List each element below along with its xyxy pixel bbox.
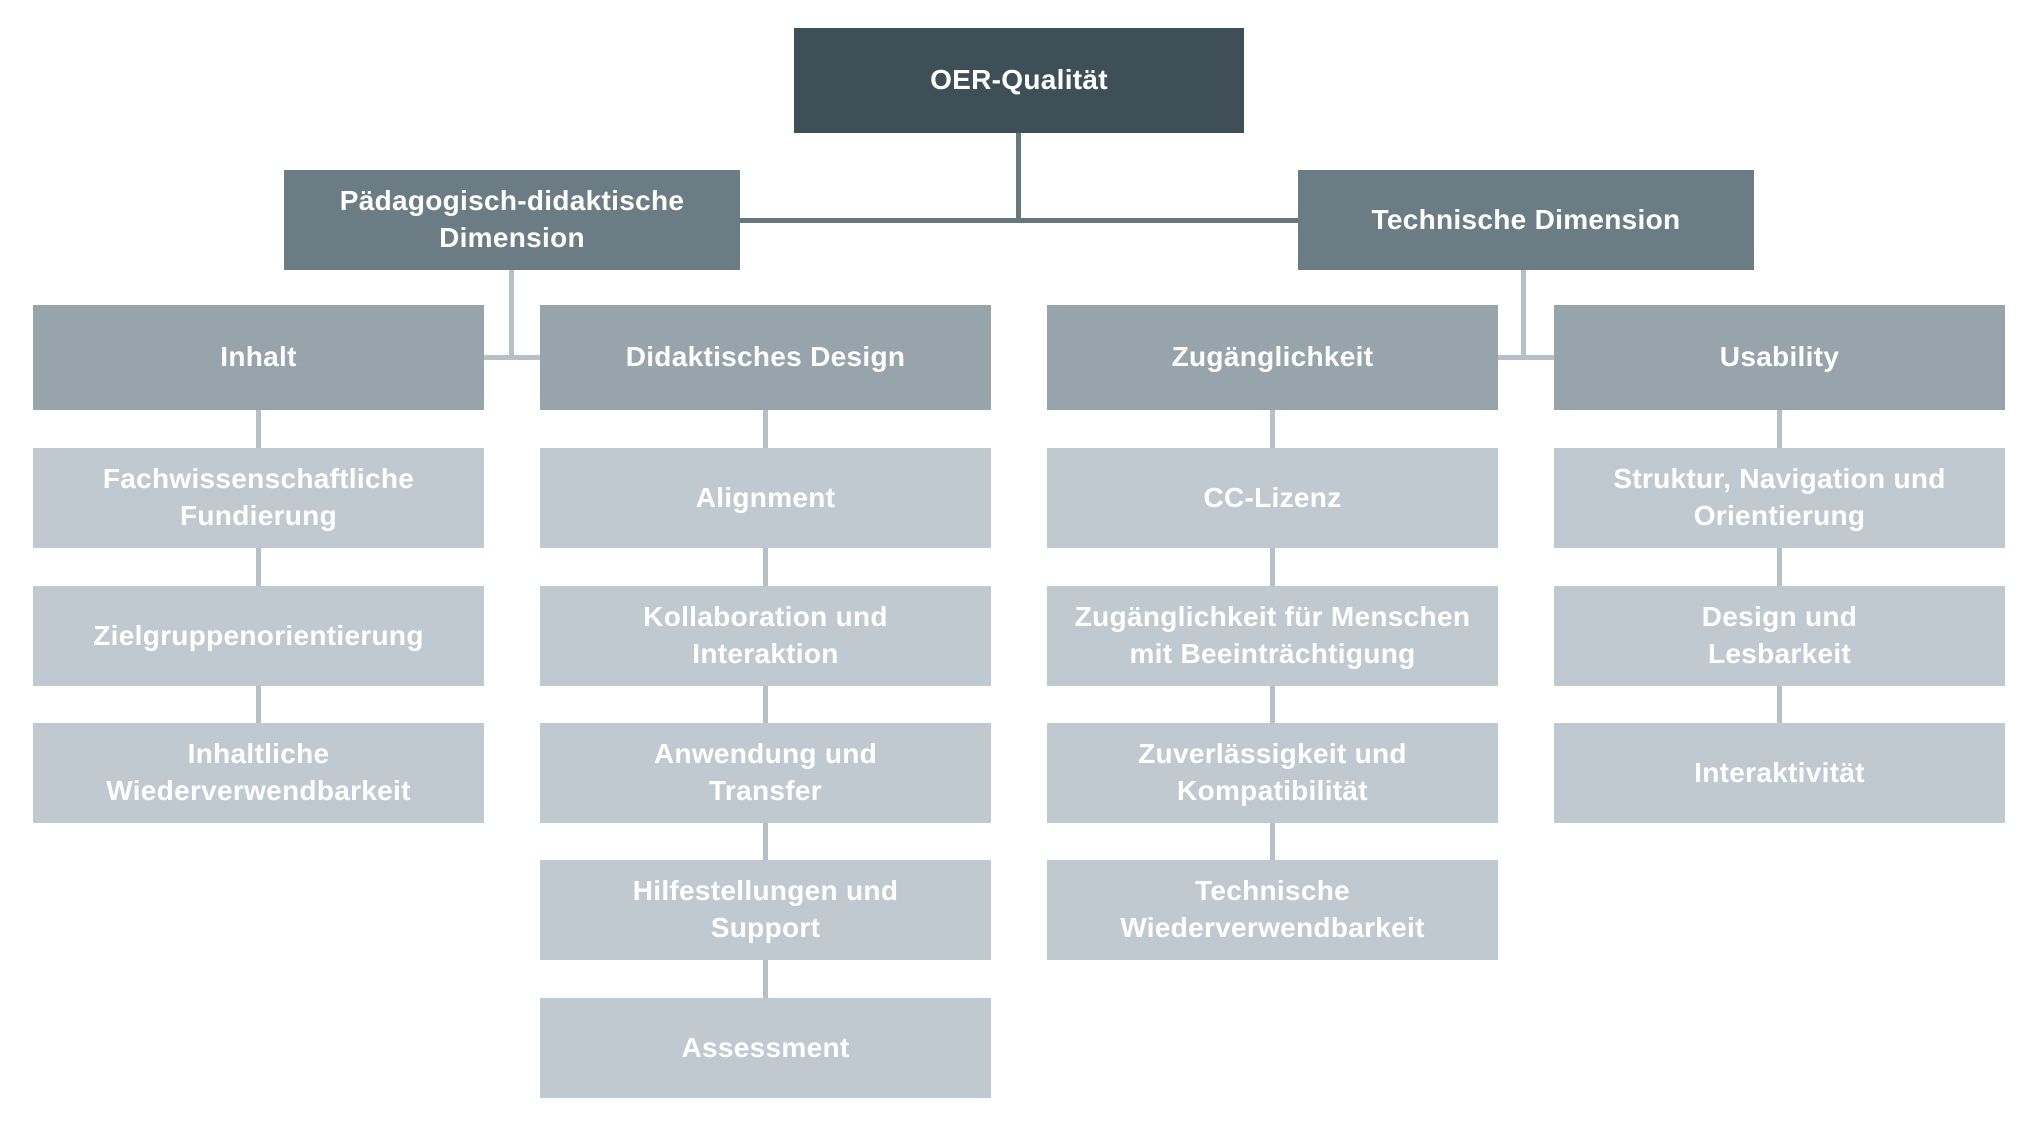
leaf-zuverlaessigkeit-und-kompatibilitaet: Zuverlässigkeit und Kompatibilität <box>1047 723 1498 823</box>
leaf-struktur-navigation-orientierung: Struktur, Navigation und Orientierung <box>1554 448 2005 548</box>
node-inhalt: Inhalt <box>33 305 484 410</box>
connector-paedagogisch-vertical <box>509 270 514 360</box>
leaf-hilfestellungen-und-support: Hilfestellungen und Support <box>540 860 991 960</box>
leaf-interaktivitaet: Interaktivität <box>1554 723 2005 823</box>
node-zugaenglichkeit: Zugänglichkeit <box>1047 305 1498 410</box>
leaf-anwendung-und-transfer: Anwendung und Transfer <box>540 723 991 823</box>
leaf-inhaltliche-wiederverwendbarkeit: Inhaltliche Wiederverwendbarkeit <box>33 723 484 823</box>
leaf-fachwissenschaftliche-fundierung: Fachwissenschaftliche Fundierung <box>33 448 484 548</box>
node-didaktisches-design: Didaktisches Design <box>540 305 991 410</box>
connector-paedagogisch-horizontal <box>484 355 540 360</box>
leaf-cc-lizenz: CC-Lizenz <box>1047 448 1498 548</box>
connector-technisch-vertical <box>1521 270 1526 360</box>
connector-dimensions-horizontal <box>740 218 1298 223</box>
leaf-alignment: Alignment <box>540 448 991 548</box>
leaf-kollaboration-und-interaktion: Kollaboration und Interaktion <box>540 586 991 686</box>
connector-spine-inhalt <box>256 410 261 743</box>
connector-root-stub <box>1016 133 1021 223</box>
leaf-zielgruppenorientierung: Zielgruppenorientierung <box>33 586 484 686</box>
connector-spine-didaktisches-design <box>763 410 768 1018</box>
connector-spine-usability <box>1777 410 1782 743</box>
node-paedagogisch-didaktische-dimension: Pädagogisch-didaktische Dimension <box>284 170 740 270</box>
leaf-assessment: Assessment <box>540 998 991 1098</box>
leaf-zugaenglichkeit-fuer-menschen: Zugänglichkeit für Menschen mit Beeinträ… <box>1047 586 1498 686</box>
connector-technisch-horizontal <box>1498 355 1554 360</box>
node-oer-qualitaet: OER-Qualität <box>794 28 1244 133</box>
node-usability: Usability <box>1554 305 2005 410</box>
leaf-technische-wiederverwendbarkeit: Technische Wiederverwendbarkeit <box>1047 860 1498 960</box>
node-technische-dimension: Technische Dimension <box>1298 170 1754 270</box>
leaf-design-und-lesbarkeit: Design und Lesbarkeit <box>1554 586 2005 686</box>
